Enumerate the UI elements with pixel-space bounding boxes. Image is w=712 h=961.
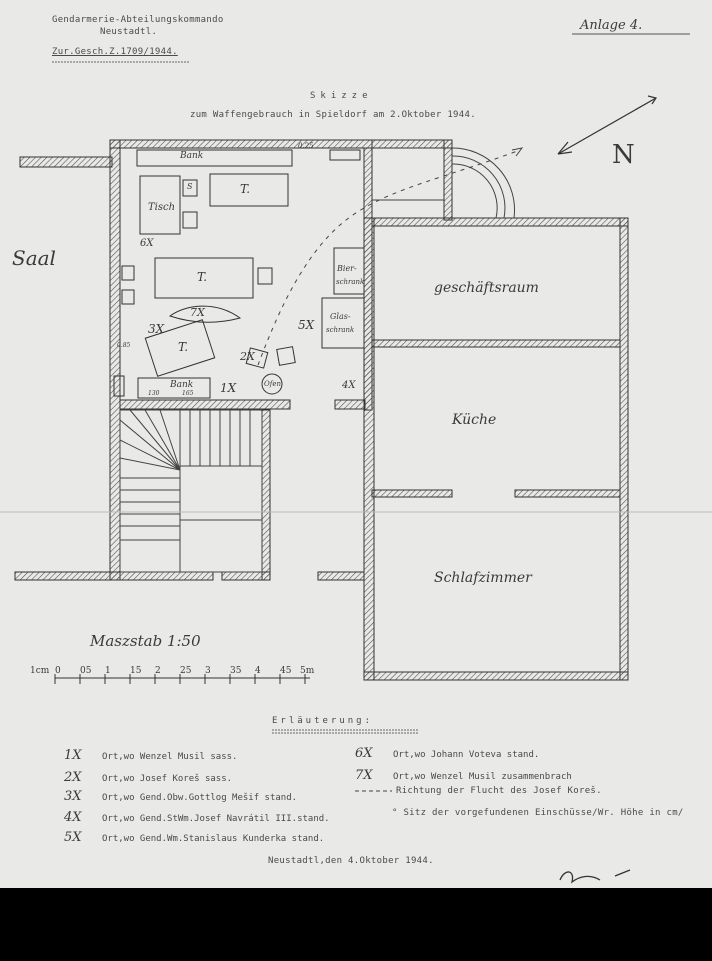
office-line-2: Neustadtl. (100, 27, 158, 37)
signature (559, 869, 631, 884)
legend-marker-1: 1X (64, 748, 82, 763)
label-height-4: 165 (182, 390, 194, 397)
marker-1: 1X (220, 381, 237, 395)
legend-row-3: 3X Ort,wo Gend.Obw.Gottlog Mešif stand. (64, 785, 297, 804)
legend-flight: Richtung der Flucht des Josef Koreš. (396, 786, 602, 796)
north-arrow (557, 97, 657, 155)
room-saal: Saal (12, 246, 56, 270)
legend-marker-4: 4X (64, 810, 82, 825)
table-t3 (144, 319, 216, 377)
room-kueche: Küche (452, 412, 497, 428)
legend-text-6: Ort,wo Johann Voteva stand. (393, 750, 540, 760)
ofen (261, 373, 283, 395)
legend-text-1: Ort,wo Wenzel Musil sass. (102, 752, 238, 762)
bierschrank (333, 247, 365, 295)
north-label: N (612, 140, 635, 170)
staircase (119, 409, 263, 573)
scale-tick-label: 2 (155, 666, 161, 676)
scale-tick-label: 1 (105, 666, 111, 676)
label-table-t3: T. (178, 340, 189, 354)
legend-marker-6: 6X (355, 746, 373, 761)
title-main: Skizze (310, 91, 373, 101)
table-t1 (209, 173, 289, 207)
marker-6: 6X (140, 238, 154, 249)
legend-bullet: ° Sitz der vorgefundenen Einschüsse/Wr. … (392, 808, 684, 818)
label-glasschrank-2: schrank (326, 326, 355, 334)
bank-bottom (137, 377, 211, 399)
scale-tick-label: 25 (180, 666, 192, 676)
table-t2 (154, 257, 254, 299)
legend-text-2: Ort,wo Josef Koreš sass. (102, 774, 233, 784)
scale-tick-label: 35 (230, 666, 242, 676)
label-height-3: 130 (148, 390, 160, 397)
label-bank-top: Bank (180, 151, 204, 161)
office-line-1: Gendarmerie-Abteilungskommando (52, 15, 224, 25)
scale-tick-label: 1cm (30, 666, 50, 676)
marker-4: 4X (342, 380, 356, 391)
floor-plan (0, 33, 712, 884)
legend-marker-2: 2X (64, 770, 82, 785)
legend-marker-5: 5X (64, 830, 82, 845)
legend-row-7: 7X Ort,wo Wenzel Musil zusammenbrach (355, 764, 572, 783)
legend-title: Erläuterung: (272, 716, 374, 726)
bank-top (136, 149, 293, 167)
legend-bullet-text: Sitz der vorgefundenen Einschüsse/Wr. Hö… (403, 808, 684, 818)
place-date: Neustadtl,den 4.Oktober 1944. (268, 856, 434, 866)
flight-path (257, 149, 521, 366)
legend-text-5: Ort,wo Gend.Wm.Stanislaus Kunderka stand… (102, 834, 325, 844)
glasschrank (321, 297, 365, 349)
scale-tick-label: 05 (80, 666, 92, 676)
label-stool: S (187, 182, 193, 191)
title-sub: zum Waffengebrauch in Spieldorf am 2.Okt… (190, 110, 476, 120)
furniture (113, 149, 365, 399)
label-tisch: Tisch (148, 202, 176, 213)
label-bierschrank-2: schrank (336, 278, 365, 286)
scale-ticks (54, 674, 306, 684)
label-table-t2: T. (197, 270, 208, 284)
room-schlafzimmer: Schlafzimmer (434, 570, 532, 586)
legend-row-2: 2X Ort,wo Josef Koreš sass. (64, 766, 232, 785)
legend-marker-7: 7X (355, 768, 373, 783)
legend-row-4: 4X Ort,wo Gend.StWm.Josef Navrátil III.st… (64, 806, 330, 825)
scale-label: Maszstab 1:50 (90, 632, 201, 650)
scale-tick-label: 45 (280, 666, 292, 676)
label-bierschrank-1: Bier- (337, 264, 357, 273)
legend-text-7: Ort,wo Wenzel Musil zusammenbrach (393, 772, 572, 782)
label-glasschrank-1: Glas- (330, 312, 351, 321)
scale-tick-label: 5m (300, 666, 315, 676)
label-height-2: 0.85 (117, 342, 131, 349)
legend-text-4: Ort,wo Gend.StWm.Josef Navrátil III.stan… (102, 814, 330, 824)
marker-2: 2X (240, 350, 255, 363)
marker-7: 7X (190, 306, 205, 319)
label-table-t1: T. (240, 182, 251, 196)
room-geschaeftsraum: geschäftsraum (434, 280, 539, 296)
label-bank-bottom: Bank (170, 380, 194, 390)
label-ofen: Ofen (264, 380, 281, 388)
walls (14, 139, 629, 681)
scale-tick-label: 0 (55, 666, 61, 676)
label-height-1: 0.25 (298, 142, 314, 150)
scale-tick-label: 4 (255, 666, 261, 676)
marker-5: 5X (298, 318, 315, 332)
marker-3: 3X (148, 322, 165, 336)
legend-row-5: 5X Ort,wo Gend.Wm.Stanislaus Kunderka sta… (64, 826, 324, 845)
legend-row-1: 1X Ort,wo Wenzel Musil sass. (64, 744, 237, 763)
reference-number: Zur.Gesch.Z.1709/1944. (52, 47, 178, 57)
scale-tick-label: 15 (130, 666, 142, 676)
document-sheet: Gendarmerie-Abteilungskommando Neustadtl… (0, 0, 712, 888)
tisch (139, 175, 181, 235)
legend-row-6: 6X Ort,wo Johann Voteva stand. (355, 742, 539, 761)
attachment-label: Anlage 4. (580, 18, 643, 33)
legend-text-3: Ort,wo Gend.Obw.Gottlog Mešif stand. (102, 793, 298, 803)
scale-tick-label: 3 (205, 666, 211, 676)
legend-marker-3: 3X (64, 789, 82, 804)
